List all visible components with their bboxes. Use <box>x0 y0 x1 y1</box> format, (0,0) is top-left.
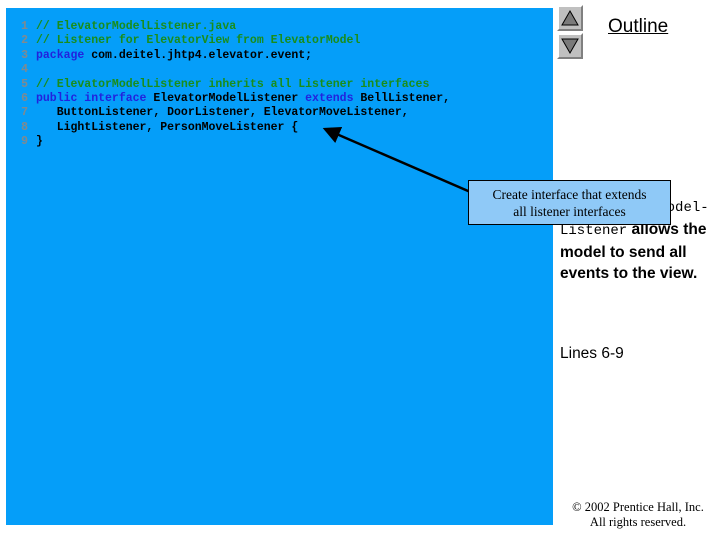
line-number: 7 <box>21 106 28 120</box>
line-number: 5 <box>21 77 28 91</box>
lines-range-label: Lines 6-9 <box>560 345 624 362</box>
line-number: 1 <box>21 20 28 33</box>
line-number: 6 <box>21 91 28 105</box>
code-token: ButtonListener, DoorListener, ElevatorMo… <box>36 106 409 120</box>
line-number: 8 <box>21 120 28 134</box>
callout-box: Create interface that extends all listen… <box>468 180 671 225</box>
code-line: 2 // Listener for ElevatorView from Eleva… <box>6 34 553 48</box>
line-number: 2 <box>21 34 28 48</box>
code-line: 7 ButtonListener, DoorListener, Elevator… <box>6 106 553 120</box>
code-token: // ElevatorModelListener.java <box>36 20 237 33</box>
scroll-button-group <box>557 5 585 61</box>
code-line: 4 <box>6 63 553 77</box>
code-panel: 1 // ElevatorModelListener.java 2 // Listen… <box>6 8 553 525</box>
code-line: 3 package com.deitel.jhtp4.elevator.event… <box>6 49 553 63</box>
scroll-down-button[interactable] <box>557 33 583 59</box>
code-token: BellListener, <box>353 91 451 105</box>
code-token: public interface <box>36 91 147 105</box>
line-number: 4 <box>21 63 28 77</box>
copyright-line-2: All rights reserved. <box>589 515 687 529</box>
code-line: 9} <box>6 135 553 149</box>
line-number: 9 <box>21 135 28 149</box>
code-token: // ElevatorModelListener inherits all Li… <box>36 77 430 91</box>
callout-line-2: all listener interfaces <box>513 204 626 219</box>
code-token: com.deitel.jhtp4.elevator.event; <box>84 48 313 62</box>
code-line: 1 // ElevatorModelListener.java <box>6 20 553 34</box>
code-line: 5 // ElevatorModelListener inherits all L… <box>6 78 553 92</box>
copyright-footer: © 2002 Prentice Hall, Inc. All rights re… <box>563 500 713 530</box>
code-token: ElevatorModelListener <box>146 91 306 105</box>
code-token: // Listener for ElevatorView from Elevat… <box>36 34 361 48</box>
scroll-up-button[interactable] <box>557 5 583 31</box>
description-tail: allows the model to send all events to t… <box>560 221 707 282</box>
code-token: extends <box>305 91 354 105</box>
copyright-line-1: © 2002 Prentice Hall, Inc. <box>572 500 704 514</box>
callout-line-1: Create interface that extends <box>492 187 647 202</box>
code-token: } <box>36 135 43 149</box>
line-number: 3 <box>21 48 28 62</box>
code-token: package <box>36 48 85 62</box>
code-line: 8 LightListener, PersonMoveListener { <box>6 121 553 135</box>
outline-heading: Outline <box>608 16 669 37</box>
code-token: LightListener, PersonMoveListener { <box>36 120 299 134</box>
code-listing: 1 // ElevatorModelListener.java 2 // Listen… <box>6 20 553 150</box>
